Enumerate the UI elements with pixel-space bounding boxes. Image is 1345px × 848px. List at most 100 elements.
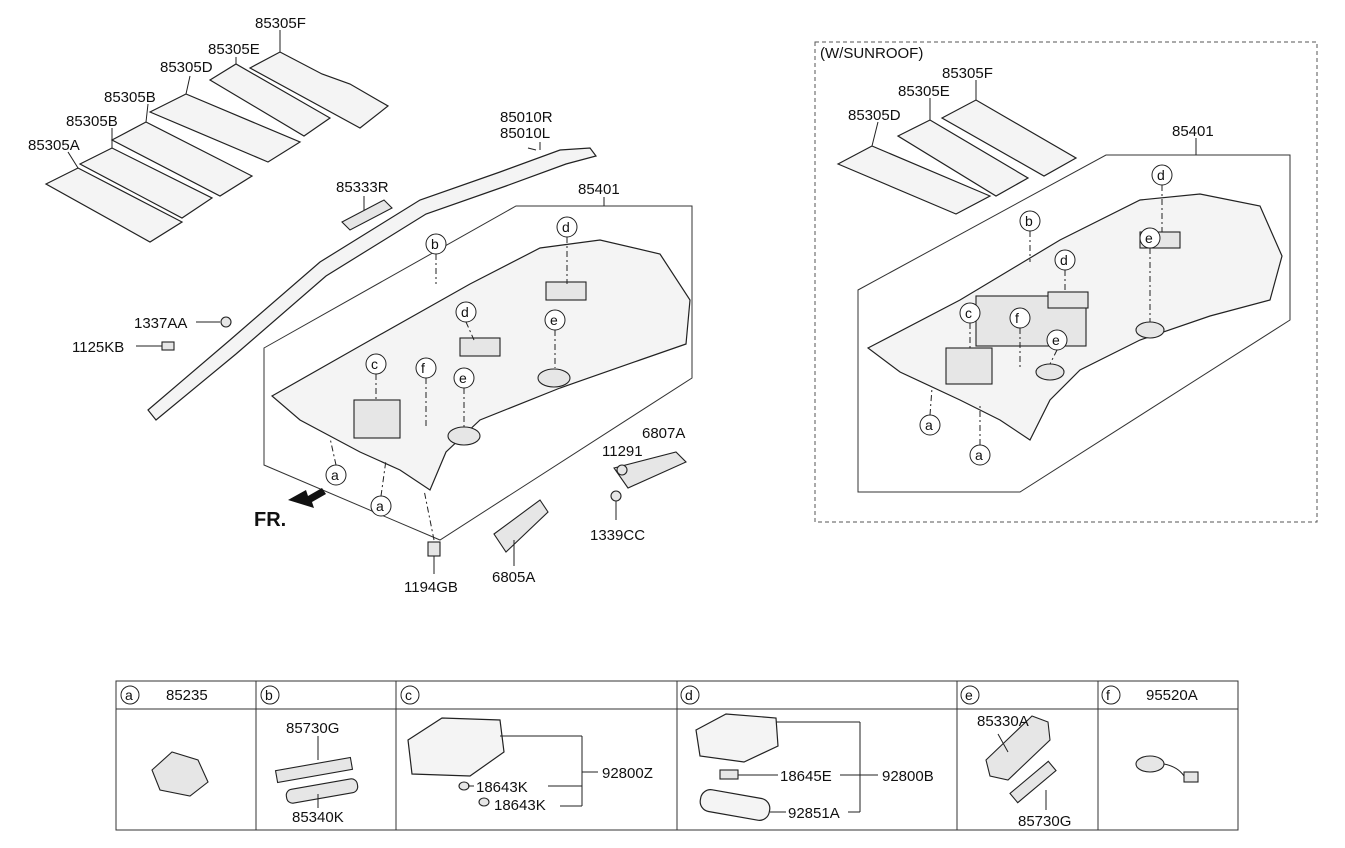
svg-text:f: f: [1106, 687, 1110, 703]
svg-text:d: d: [685, 687, 693, 703]
spot-e1: [537, 368, 571, 388]
legend-table: [115, 680, 1239, 831]
label-1339CC: 1339CC: [590, 527, 645, 544]
label-85305F: 85305F: [255, 15, 306, 32]
sr-pad-85305E: [896, 119, 1030, 197]
sunroof-refs: b d d e c f e a a: [919, 164, 1173, 466]
sr-console-c: [945, 347, 993, 385]
label-11291: 11291: [602, 443, 643, 460]
sensor-95520A: [1135, 755, 1165, 773]
label-1125KB: 1125KB: [72, 339, 124, 356]
label-6805A: 6805A: [492, 569, 535, 586]
label-85305E: 85305E: [208, 41, 260, 58]
roof-pads: [44, 51, 390, 243]
svg-text:a: a: [925, 417, 933, 433]
label-85010L: 85010L: [500, 125, 550, 142]
svg-text:b: b: [265, 687, 273, 703]
bolt-1337AA: [220, 316, 232, 328]
clip-85235: [151, 751, 209, 797]
legend-e-bottom: 85730G: [1018, 813, 1071, 830]
svg-text:a: a: [376, 498, 384, 514]
label-85401: 85401: [578, 181, 620, 198]
label-1337AA: 1337AA: [134, 315, 187, 332]
label-85305D: 85305D: [160, 59, 213, 76]
sr-label-85305E: 85305E: [898, 83, 950, 100]
sr-pad-85305F: [940, 99, 1078, 177]
pad-85305B-1: [78, 147, 214, 219]
label-1194GB: 1194GB: [404, 579, 458, 596]
part-1194GB: [427, 541, 441, 557]
bulb-18643K-2: [478, 797, 490, 807]
sunroof-box: [814, 41, 1318, 523]
legend-d-e: 18645E: [780, 768, 832, 785]
svg-text:a: a: [331, 467, 339, 483]
svg-text:c: c: [405, 687, 412, 703]
pad-85305A: [44, 167, 184, 243]
svg-text:f: f: [1015, 310, 1019, 326]
bolt-1125KB: [161, 341, 175, 351]
handle-85340K: [285, 778, 359, 804]
legend-b-top: 85730G: [286, 720, 339, 737]
sr-label-85305D: 85305D: [848, 107, 901, 124]
svg-text:a: a: [125, 687, 133, 703]
bulb-18645E: [719, 769, 739, 780]
svg-text:b: b: [1025, 213, 1033, 229]
part-6807A: [613, 451, 687, 489]
label-6807A: 6807A: [642, 425, 685, 442]
lamp-92800B: [695, 713, 779, 763]
svg-text:d: d: [1060, 252, 1068, 268]
svg-text:e: e: [459, 370, 467, 386]
lens-92851A: [699, 789, 771, 821]
label-85305B-1: 85305B: [66, 113, 118, 130]
sunroof-title: (W/SUNROOF): [820, 45, 923, 62]
pad-85305D: [148, 93, 302, 163]
sr-label-85305F: 85305F: [942, 65, 993, 82]
svg-text:e: e: [965, 687, 973, 703]
main-refs: b d d e c f e a a: [325, 216, 578, 517]
svg-text:a: a: [975, 447, 983, 463]
curtain-airbag: [147, 147, 598, 421]
legend-e-top: 85330A: [977, 713, 1029, 730]
pad-85305E: [208, 63, 332, 137]
headliner-frame: [263, 205, 693, 541]
legend-c-k1: 18643K: [476, 779, 528, 796]
svg-text:d: d: [1157, 167, 1165, 183]
label-85333R: 85333R: [336, 179, 389, 196]
svg-text:e: e: [1145, 230, 1153, 246]
lamp-92800Z: [407, 717, 505, 777]
front-arrow: FR.: [254, 488, 326, 531]
svg-text:f: f: [421, 360, 425, 376]
label-85305B-2: 85305B: [104, 89, 156, 106]
legend-f-part: 95520A: [1146, 687, 1198, 704]
pad-85305B-2: [110, 121, 254, 197]
legend-headers: a b c d e f: [120, 685, 1121, 705]
sunroof-pads: [836, 99, 1078, 215]
console-d2: [459, 337, 501, 357]
sr-spot-e1: [1135, 321, 1165, 339]
legend-b-bottom: 85340K: [292, 809, 344, 826]
sr-headliner-frame: [857, 154, 1291, 493]
sr-console-d2: [1047, 291, 1089, 309]
legend-a-part: 85235: [166, 687, 208, 704]
grip-85730G-e: [1009, 760, 1057, 804]
label-85305A: 85305A: [28, 137, 80, 154]
legend-c-k2: 18643K: [494, 797, 546, 814]
bracket-85333R: [341, 199, 393, 231]
sr-pad-85305D: [836, 145, 992, 215]
grip-85730G: [274, 756, 354, 784]
svg-text:FR.: FR.: [254, 509, 286, 531]
part-6805A: [493, 499, 549, 553]
console-d1: [545, 281, 587, 301]
svg-text:c: c: [965, 305, 972, 321]
handle-85330A: [985, 715, 1051, 781]
bulb-18643K-1: [458, 781, 470, 791]
svg-text:d: d: [461, 304, 469, 320]
legend-d-main: 92800B: [882, 768, 934, 785]
svg-text:c: c: [371, 356, 378, 372]
sr-label-85401: 85401: [1172, 123, 1214, 140]
console-c: [353, 399, 401, 439]
pad-leaders: [67, 30, 281, 169]
label-85010R: 85010R: [500, 109, 553, 126]
sensor-connector: [1183, 771, 1199, 783]
